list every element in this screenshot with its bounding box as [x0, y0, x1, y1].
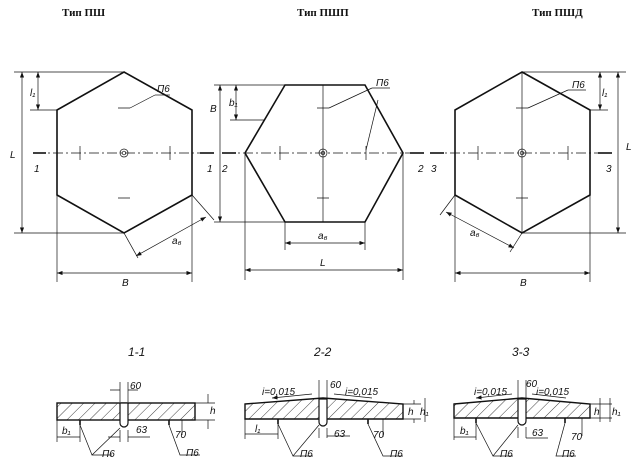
title-type-pshd: Тип ПШД	[532, 7, 583, 19]
dim-L-3: L	[626, 142, 632, 153]
label-P6-s2a: П6	[300, 449, 313, 460]
label-P6-3: П6	[572, 80, 585, 91]
slope-right-2: i=0,015	[345, 387, 379, 398]
slope-right-3: i=0,015	[536, 387, 570, 398]
title-type-psh: Тип ПШ	[62, 7, 105, 19]
dim-63-3: 63	[532, 428, 544, 439]
dim-60-2: 60	[330, 380, 342, 391]
section-title-3: 3-3	[512, 345, 530, 359]
dim-B-2: B	[210, 104, 217, 115]
dim-L-2: L	[320, 258, 326, 269]
title-type-pshp: Тип ПШП	[297, 7, 349, 19]
dim-h-2: h	[408, 407, 414, 418]
dim-a6-3: a₆	[470, 228, 480, 239]
dim-b1-s3: b₁	[460, 426, 469, 437]
label-P6-s3b: П6	[562, 449, 575, 460]
dim-a6-2: a₆	[318, 231, 328, 242]
section-title-1: 1-1	[128, 345, 145, 359]
section-title-2: 2-2	[313, 345, 332, 359]
label-P6-s1b: П6	[186, 448, 199, 459]
section-3-3: 60 i=0,015 i=0,015 63 b₁ h h₁ 70 П6 П6	[453, 379, 621, 460]
plan-type-pshp: B b₁ a₆ L П6 2 2	[210, 78, 424, 280]
label-P6: П6	[157, 84, 170, 95]
dim-b1-2: b₁	[229, 98, 238, 109]
section-2-2: 60 i=0,015 i=0,015 63 l₁ h h₁ 70 П6 П6	[244, 380, 429, 460]
cut-mark-1-right: 1	[207, 164, 213, 175]
dim-B: B	[122, 278, 129, 289]
cut-mark-3-left: 3	[431, 164, 437, 175]
dim-h1-3: h₁	[612, 407, 621, 418]
label-P6-s3a: П6	[500, 449, 513, 460]
cut-mark-2-right: 2	[417, 164, 424, 175]
dim-b1-s1: b₁	[62, 426, 71, 437]
plan-type-pshd: L l₁ B a₆ П6 3 3	[430, 71, 632, 289]
dim-l1-3: l₁	[602, 88, 607, 99]
dim-70-1: 70	[175, 430, 187, 441]
section-1-1: 60 63 b₁ h 70 П6 П6	[56, 381, 216, 460]
label-P6-2: П6	[376, 78, 389, 89]
dim-70-2: 70	[373, 430, 385, 441]
dim-l1: l₁	[30, 88, 35, 99]
dim-60-1: 60	[130, 381, 142, 392]
dim-h-1: h	[210, 406, 216, 417]
label-P6-s1a: П6	[102, 449, 115, 460]
cut-mark-2-left: 2	[221, 164, 228, 175]
label-P6-s2b: П6	[390, 449, 403, 460]
dim-63-1: 63	[136, 425, 148, 436]
slope-left-2: i=0,015	[262, 387, 296, 398]
cut-mark-1-left: 1	[34, 164, 40, 175]
dim-70-3: 70	[571, 432, 583, 443]
dim-63-2: 63	[334, 429, 346, 440]
dim-a6: a₆	[172, 236, 182, 247]
plan-type-psh: L l₁ B a₆ П6 1 1	[10, 71, 215, 289]
dim-l1-s2: l₁	[255, 424, 260, 435]
dim-B-3: B	[520, 278, 527, 289]
dim-h1-2: h₁	[420, 407, 429, 418]
cut-mark-3-right: 3	[606, 164, 612, 175]
dim-h-3: h	[594, 407, 600, 418]
dim-60-3: 60	[526, 379, 538, 390]
slope-left-3: i=0,015	[474, 387, 508, 398]
dim-L: L	[10, 150, 16, 161]
